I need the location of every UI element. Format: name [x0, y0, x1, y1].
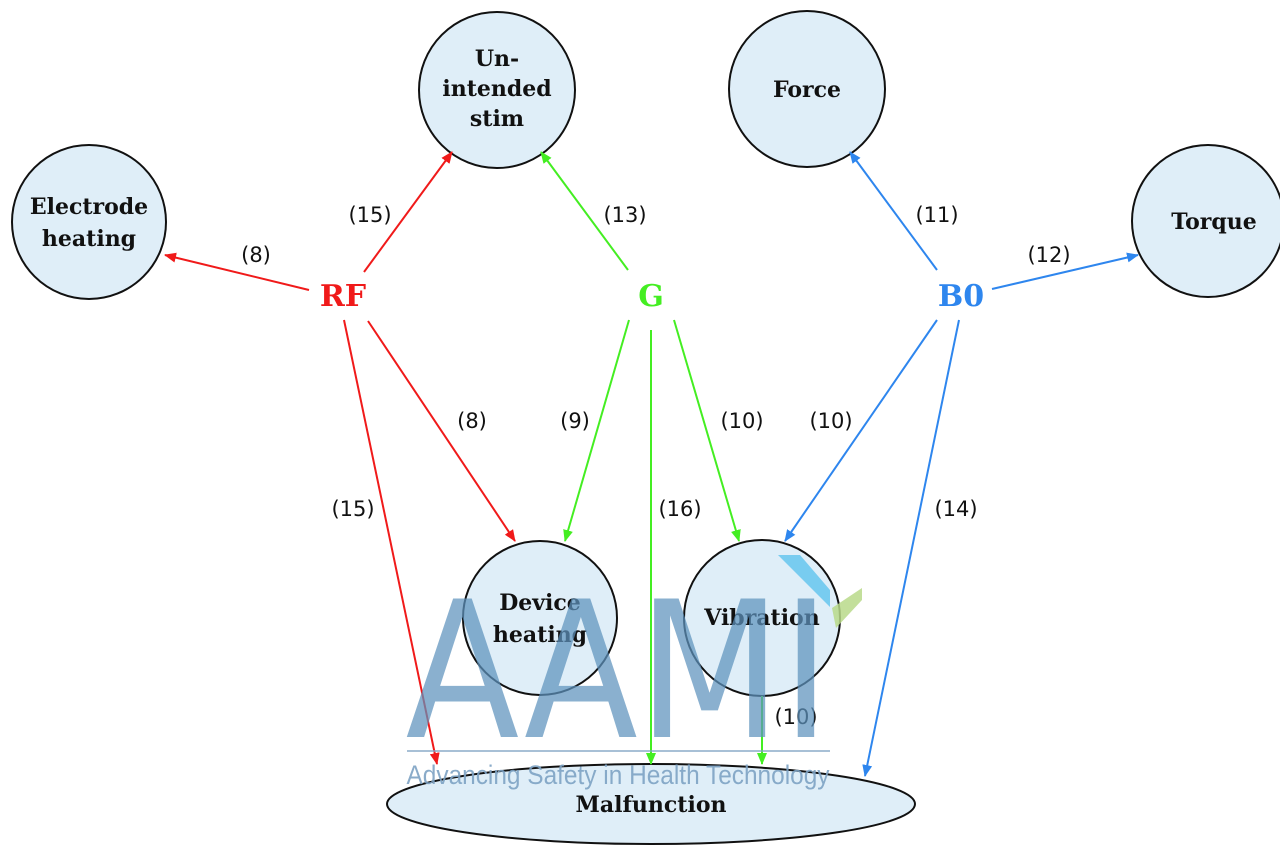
source-labels: RF G B0	[320, 279, 984, 314]
node-label-line: Malfunction	[575, 792, 726, 818]
edge-label-rf-stim: (15)	[348, 203, 391, 227]
edge-label-g-stim: (13)	[603, 203, 646, 227]
edge-rf-stim	[363, 151, 453, 273]
watermark-tagline: Advancing Safety in Health Technology	[407, 760, 830, 790]
edge-label-b0-torque: (12)	[1027, 243, 1070, 267]
edge-b0-force	[849, 151, 938, 271]
node-torque: Torque	[1131, 144, 1280, 298]
edge-labels: (8) (15) (8) (15) (13) (9) (16) (10) (11…	[241, 203, 1070, 729]
edge-label-vibration-malfunction: (10)	[774, 705, 817, 729]
node-label-line: Vibration	[703, 605, 819, 631]
node-label-line: stim	[470, 106, 524, 132]
edge-label-g-malfunction: (16)	[658, 497, 701, 521]
node-label-line: Force	[773, 77, 841, 103]
edge-label-g-vibration: (10)	[720, 409, 763, 433]
edge-label-rf-device: (8)	[457, 409, 487, 433]
source-b0-label: B0	[938, 279, 984, 314]
edge-label-b0-force: (11)	[915, 203, 958, 227]
watermark-accent-green	[832, 588, 862, 628]
node-label-line: Un-	[475, 46, 519, 72]
node-label-line: Electrode	[30, 194, 148, 220]
node-label-line: heating	[42, 226, 136, 252]
edge-rf-electrode	[164, 252, 310, 291]
edge-label-b0-malfunction: (14)	[934, 497, 977, 521]
node-label-line: heating	[493, 622, 587, 648]
edge-b0-malfunction	[862, 319, 960, 777]
edge-label-rf-malfunction: (15)	[331, 497, 374, 521]
source-g-label: G	[638, 279, 664, 314]
source-rf-label: RF	[320, 279, 366, 314]
edges	[164, 151, 1139, 777]
watermark-accent-blue	[778, 555, 830, 607]
edge-b0-vibration	[784, 319, 938, 542]
node-force: Force	[728, 10, 886, 168]
edge-g-device	[563, 319, 630, 542]
aami-watermark: AAMI Advancing Safety in Health Technolo…	[406, 555, 862, 790]
edge-label-b0-vibration: (10)	[809, 409, 852, 433]
edge-label-rf-electrode: (8)	[241, 243, 271, 267]
node-label-line: Torque	[1171, 209, 1257, 235]
node-device-heating: Device heating	[462, 540, 618, 696]
edge-rf-device	[367, 320, 516, 542]
edge-label-g-device: (9)	[560, 409, 590, 433]
node-unintended-stim: Un- intended stim	[418, 11, 576, 169]
edge-b0-torque	[991, 252, 1139, 290]
node-electrode-heating: Electrode heating	[11, 144, 167, 300]
node-label-line: intended	[442, 76, 551, 102]
edge-rf-malfunction	[343, 319, 440, 765]
node-label-line: Device	[499, 590, 581, 616]
edge-g-stim	[540, 151, 629, 271]
node-vibration: Vibration	[683, 539, 841, 697]
edge-g-vibration	[673, 319, 741, 542]
watermark-letters: AAMI	[406, 561, 831, 782]
